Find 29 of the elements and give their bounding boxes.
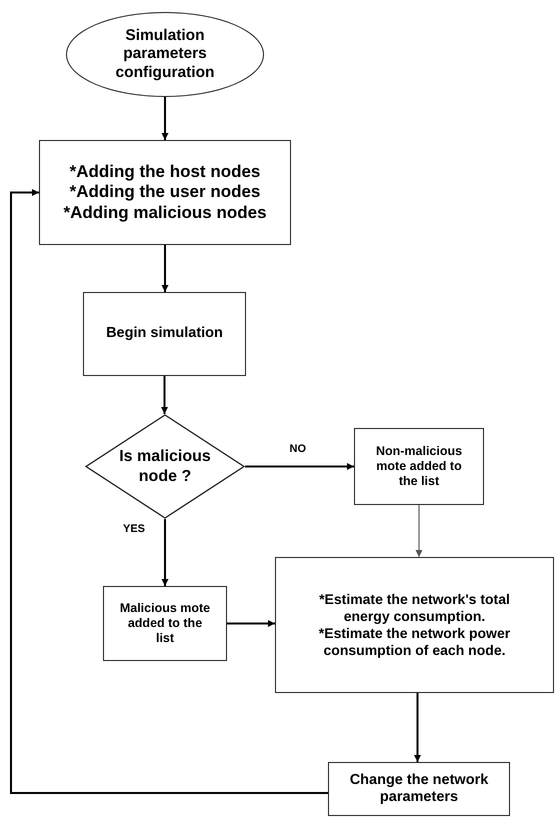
arrow: [161, 376, 168, 414]
arrow: [162, 97, 168, 140]
node-text: Is malicious node ?: [119, 447, 211, 486]
node-text: Simulation parameters configuration: [114, 26, 216, 82]
node-text: *Adding malicious nodes: [63, 202, 267, 224]
node-text: Change the network parameters: [348, 772, 490, 806]
arrow: [162, 519, 168, 586]
arrow: [245, 463, 354, 470]
arrow: [227, 620, 275, 627]
process-box: [354, 428, 484, 505]
process-box: [103, 586, 227, 661]
decision-diamond: [85, 414, 245, 519]
node-text: Begin simulation: [106, 325, 223, 343]
arrow: [162, 245, 168, 292]
node-text: *Estimate the network's total energy consumption.: [318, 591, 511, 625]
process-box: [39, 140, 291, 245]
edge-label: YES: [121, 523, 148, 535]
node-text: Malicious mote added to the list: [118, 601, 212, 646]
arrow: [10, 189, 328, 794]
arrow: [416, 504, 422, 558]
node-text: *Adding the host nodes: [70, 162, 260, 182]
node-text: Non-malicious mote added to the list: [374, 444, 464, 489]
node-text: *Estimate the network power consumption of each node.: [318, 625, 512, 659]
node-text: *Adding the user nodes: [70, 182, 260, 203]
process-box: [275, 557, 554, 693]
edge-label: NO: [288, 442, 308, 454]
arrow: [414, 693, 421, 762]
process-box: [328, 762, 510, 816]
process-box: [83, 292, 246, 376]
